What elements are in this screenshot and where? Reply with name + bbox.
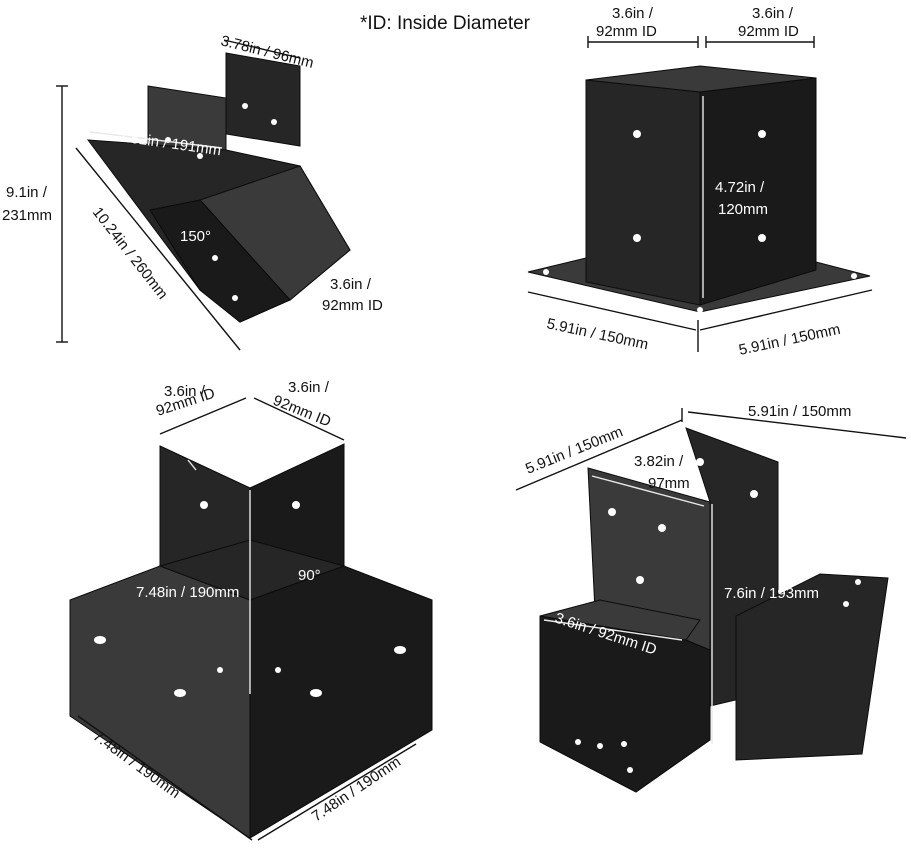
post-base-id-right-label-2: 92mm ID <box>738 23 799 40</box>
corner-90-thickness-label: 0.08in / 2mm <box>200 449 287 466</box>
bracket-150-sleeve-side <box>149 199 291 323</box>
tee-height-label: 7.6in / 193mm <box>724 585 819 602</box>
post-base <box>527 36 873 352</box>
inside-diameter-note: *ID: Inside Diameter <box>360 13 531 34</box>
post-base-base-right-label: 5.91in / 150mm <box>737 321 842 359</box>
tee-width-label-2: 97mm <box>648 475 690 492</box>
corner-90-angle-label: 90° <box>298 567 321 584</box>
bracket-150deg <box>56 39 351 351</box>
corner-90-arm-label: 7.48in / 190mm <box>136 584 239 601</box>
bracket-150-height-label-1: 9.1in / <box>6 184 48 201</box>
corner-90-id-right-label-2: 92mm ID <box>271 392 334 431</box>
post-base-height-label-2: 120mm <box>718 201 768 218</box>
bracket-150-height-label-2: 231mm <box>2 207 52 224</box>
bracket-150-angle-label: 150° <box>180 228 211 245</box>
tee-width-label-1: 3.82in / <box>634 453 684 470</box>
tee-bracket <box>515 408 907 793</box>
corner-90-top-face <box>158 539 346 601</box>
post-base-sleeve-top <box>585 65 817 93</box>
post-base-height-label-1: 4.72in / <box>715 179 765 196</box>
post-base-id-left-label-2: 92mm ID <box>596 23 657 40</box>
corner-90-id-right-label-1: 3.6in / <box>288 379 330 396</box>
post-base-id-right-label-1: 3.6in / <box>752 5 794 22</box>
corner-90deg <box>69 397 433 841</box>
tee-side-sleeve <box>735 573 889 761</box>
tee-top-right-label: 5.91in / 150mm <box>748 403 851 420</box>
bracket-150-right-plate <box>225 52 301 147</box>
bracket-150-id-label-1: 3.6in / <box>330 276 372 293</box>
post-base-sleeve-left <box>585 79 701 306</box>
corner-90-arm-left <box>69 565 251 839</box>
corner-90-id-left-label-1: 3.6in / <box>164 383 206 400</box>
tee-bottom-sleeve-top <box>539 599 701 641</box>
post-base-id-left-label-1: 3.6in / <box>612 5 654 22</box>
bracket-150-id-label-2: 92mm ID <box>322 297 383 314</box>
post-base-base-left-label: 5.91in / 150mm <box>545 315 650 353</box>
